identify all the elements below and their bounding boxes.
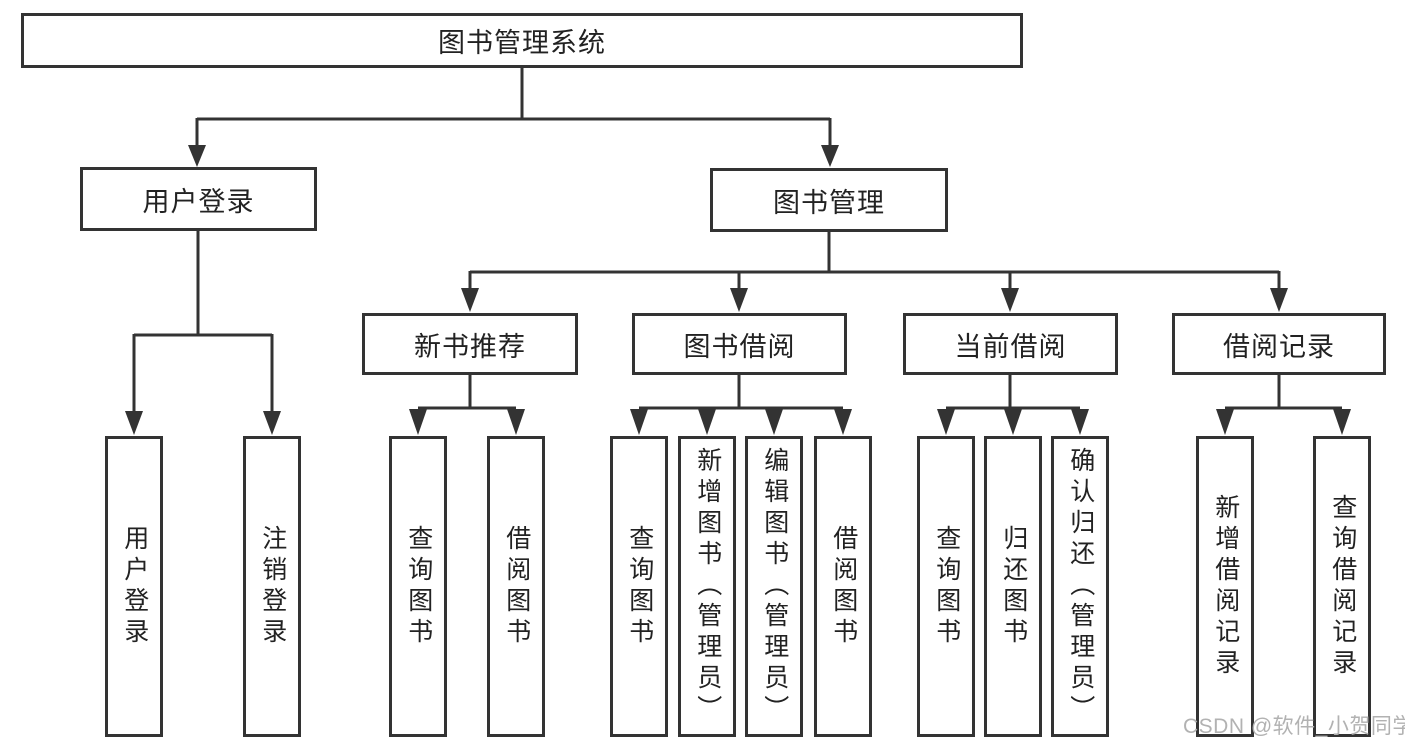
leaf-label: 查询借阅记录	[1328, 493, 1357, 680]
arrow-down-icon	[263, 411, 281, 435]
leaf-label: 新增图书（管理员）	[693, 447, 722, 726]
node-book-borrow: 图书借阅	[632, 313, 847, 375]
arrow-down-icon	[1333, 409, 1351, 435]
leaf-label: 归还图书	[999, 524, 1028, 649]
node-current-borrow: 当前借阅	[903, 313, 1118, 375]
arrow-down-icon	[409, 409, 427, 435]
arrow-down-icon	[730, 288, 748, 312]
arrow-down-icon	[834, 409, 852, 435]
leaf-return-books: 归还图书	[984, 436, 1042, 737]
arrow-down-icon	[507, 409, 525, 435]
leaf-borrow-books-newbooks: 借阅图书	[487, 436, 545, 737]
leaf-edit-book-admin: 编辑图书（管理员）	[745, 436, 803, 737]
node-library-management-system: 图书管理系统	[21, 13, 1023, 68]
leaf-label: 借阅图书	[502, 524, 531, 649]
leaf-user-login: 用户登录	[105, 436, 163, 737]
arrow-down-icon	[461, 288, 479, 312]
leaf-confirm-return-admin: 确认归还（管理员）	[1051, 436, 1109, 737]
node-borrow-records: 借阅记录	[1172, 313, 1386, 375]
connector-stems	[132, 68, 1342, 413]
node-book-management: 图书管理	[710, 168, 948, 232]
arrow-down-icon	[1001, 288, 1019, 312]
arrow-down-icon	[765, 409, 783, 435]
leaf-query-borrow-record: 查询借阅记录	[1313, 436, 1371, 737]
arrow-down-icon	[937, 409, 955, 435]
arrow-down-icon	[1071, 409, 1089, 435]
node-user-login: 用户登录	[80, 167, 317, 231]
leaf-borrow-books-borrow: 借阅图书	[814, 436, 872, 737]
leaf-query-books-newbooks: 查询图书	[389, 436, 447, 737]
arrow-down-icon	[1216, 409, 1234, 435]
leaf-label: 用户登录	[120, 524, 149, 649]
leaf-label: 查询图书	[625, 524, 654, 649]
leaf-query-books-borrow: 查询图书	[610, 436, 668, 737]
leaf-label: 编辑图书（管理员）	[760, 447, 789, 726]
arrow-down-icon	[188, 145, 206, 167]
leaf-add-book-admin: 新增图书（管理员）	[678, 436, 736, 737]
leaf-label: 新增借阅记录	[1211, 493, 1240, 680]
leaf-add-borrow-record: 新增借阅记录	[1196, 436, 1254, 737]
leaf-logout: 注销登录	[243, 436, 301, 737]
connector-arrowheads	[125, 145, 1351, 435]
leaf-label: 确认归还（管理员）	[1066, 447, 1095, 726]
leaf-label: 借阅图书	[829, 524, 858, 649]
leaf-label: 注销登录	[258, 524, 287, 649]
leaf-label: 查询图书	[932, 524, 961, 649]
leaf-query-books-current: 查询图书	[917, 436, 975, 737]
arrow-down-icon	[1270, 288, 1288, 312]
arrow-down-icon	[1004, 409, 1022, 435]
arrow-down-icon	[630, 409, 648, 435]
arrow-down-icon	[125, 411, 143, 435]
arrow-down-icon	[821, 145, 839, 167]
leaf-label: 查询图书	[404, 524, 433, 649]
csdn-watermark: CSDN @软件_小贺同学	[1183, 715, 1405, 738]
arrow-down-icon	[698, 409, 716, 435]
node-new-book-recommend: 新书推荐	[362, 313, 578, 375]
